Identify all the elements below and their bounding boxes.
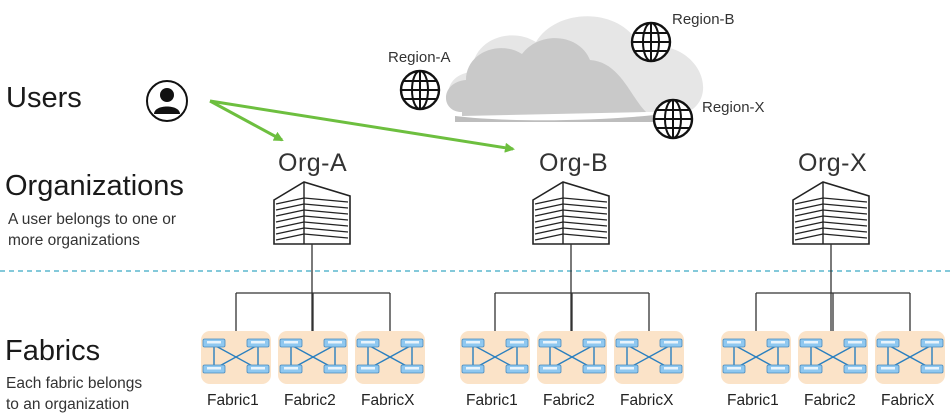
globe-icon <box>652 98 694 140</box>
fabric-icon <box>355 331 425 384</box>
building-icon <box>532 181 610 245</box>
cloud-icon <box>445 16 704 122</box>
fabric-label: Fabric2 <box>804 392 856 409</box>
region-label: Region-B <box>672 11 735 28</box>
organizations-description-line2: more organizations <box>8 232 140 249</box>
user-icon <box>146 80 188 122</box>
fabric-icon <box>798 331 868 384</box>
organizations-heading: Organizations <box>5 170 184 202</box>
building-icon <box>273 181 351 245</box>
fabric-label: Fabric2 <box>543 392 595 409</box>
globe-icon <box>399 69 441 111</box>
fabric-icon <box>875 331 945 384</box>
fabric-label: Fabric1 <box>466 392 518 409</box>
fabric-label: Fabric1 <box>727 392 779 409</box>
user-arrow-org-b <box>209 99 515 153</box>
fabric-icon <box>537 331 607 384</box>
organizations-description-line1: A user belongs to one or <box>8 211 177 228</box>
fabric-icon <box>460 331 530 384</box>
building-icon <box>792 181 870 245</box>
region-label: Region-X <box>702 99 765 116</box>
fabric-icon <box>201 331 271 384</box>
fabrics-heading: Fabrics <box>5 335 101 367</box>
user-arrow-org-a <box>209 99 284 142</box>
org-label: Org-X <box>798 149 868 177</box>
fabric-label: FabricX <box>361 392 415 409</box>
fabrics-description-line1: Each fabric belongs <box>6 375 143 392</box>
org-fabric-connector <box>235 244 391 340</box>
fabric-label: FabricX <box>881 392 935 409</box>
fabrics-description-line2: to an organization <box>6 396 130 413</box>
globe-icon <box>630 21 672 63</box>
org-fabric-connector <box>755 244 911 340</box>
fabric-label: FabricX <box>620 392 674 409</box>
fabric-icon <box>614 331 684 384</box>
region-label: Region-A <box>388 49 451 66</box>
users-heading: Users <box>6 82 82 114</box>
org-label: Org-A <box>278 149 348 177</box>
fabric-icon <box>721 331 791 384</box>
fabric-label: Fabric2 <box>284 392 336 409</box>
org-fabric-connector <box>494 244 650 340</box>
fabric-label: Fabric1 <box>207 392 259 409</box>
fabric-icon <box>278 331 348 384</box>
org-label: Org-B <box>539 149 609 177</box>
